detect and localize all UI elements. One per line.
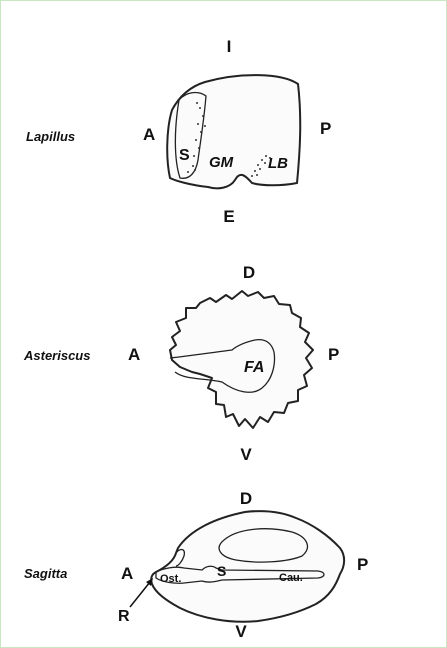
lapillus-panel: I Lapillus A P E S GM LB [26,37,331,226]
lapillus-bottom-label: E [223,207,234,226]
sagitta-name: Sagitta [24,566,67,581]
sagitta-panel: D Sagitta A P V Ost. S Cau. R [24,489,368,641]
lapillus-feature-lb: LB [268,155,288,172]
sagitta-outline [151,511,344,622]
rostrum-arrow-line [130,582,150,607]
sagitta-bottom-label: V [235,622,247,641]
sagitta-feature-r: R [118,608,130,625]
asteriscus-right-label: P [328,345,339,364]
sagitta-feature-cau: Cau. [279,572,303,584]
sagitta-left-label: A [121,564,133,583]
lapillus-top-label: I [227,37,232,56]
sagitta-feature-s: S [217,563,226,579]
lapillus-feature-s: S [179,147,190,164]
sagitta-feature-ost: Ost. [160,573,181,585]
asteriscus-panel: D Asteriscus A P V FA [23,263,339,464]
lapillus-feature-gm: GM [209,154,234,171]
sagitta-top-label: D [240,489,252,508]
asteriscus-feature-fa: FA [244,359,264,376]
asteriscus-name: Asteriscus [23,348,90,363]
lapillus-right-label: P [320,119,331,138]
lapillus-name: Lapillus [26,129,75,144]
sagitta-right-label: P [357,555,368,574]
asteriscus-bottom-label: V [240,445,252,464]
asteriscus-outline [170,291,313,428]
asteriscus-top-label: D [243,263,255,282]
asteriscus-left-label: A [128,345,140,364]
lapillus-left-label: A [143,125,155,144]
